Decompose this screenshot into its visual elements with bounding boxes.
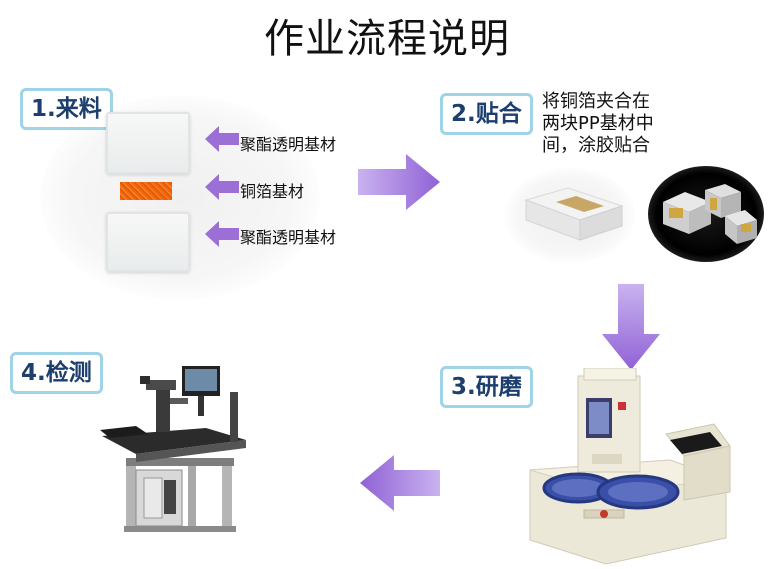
top-substrate-sheet: [106, 112, 190, 174]
step-4-label: 4.检测: [10, 352, 103, 394]
finished-samples-image: [663, 184, 757, 244]
left-arrow-icon: [360, 455, 440, 511]
step-1-label: 1.来料: [20, 88, 113, 130]
page-title: 作业流程说明: [264, 16, 510, 62]
top-material-label: 聚酯透明基材: [240, 135, 337, 154]
step-3-label: 3.研磨: [440, 366, 533, 408]
top-material-arrow-icon: [205, 126, 239, 152]
description-line-2: 两块PP基材中: [542, 113, 654, 134]
bottom-material-label: 聚酯透明基材: [240, 228, 337, 247]
middle-material-label: 铜箔基材: [240, 182, 305, 201]
laminated-sample-image: [524, 187, 624, 241]
lamination-description: 将铜箔夹合在 两块PP基材中 间，涂胶贴合: [542, 91, 654, 157]
grinding-machine-image: [529, 368, 731, 565]
bottom-material-arrow-icon: [205, 221, 239, 247]
bottom-substrate-sheet: [106, 212, 190, 272]
right-arrow-icon: [358, 154, 440, 210]
down-arrow-icon: [602, 284, 660, 370]
description-line-1: 将铜箔夹合在: [542, 91, 650, 112]
copper-foil: [120, 182, 172, 200]
description-line-3: 间，涂胶贴合: [542, 135, 650, 156]
middle-material-arrow-icon: [205, 174, 239, 200]
step-2-label: 2.贴合: [440, 93, 533, 135]
inspection-microscope-image: [100, 366, 246, 532]
